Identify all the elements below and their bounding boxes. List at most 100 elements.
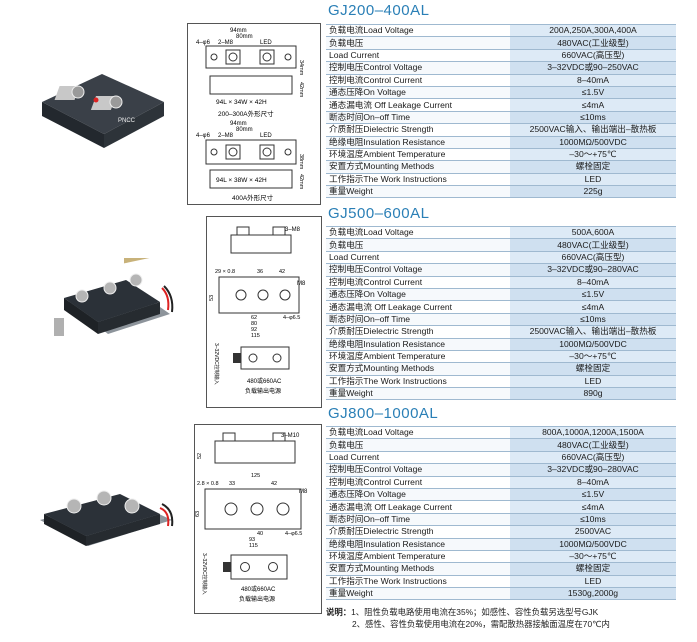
dimension-drawing-gj500: 3–M8 29 × 0.8 36 42 M8 53 62 80 4–φ6.5 9… (206, 216, 322, 408)
spec-label: 通态压降On Voltage (326, 487, 510, 501)
spec-row: 环境温度Ambient Temperature–30～+75℃ (326, 549, 676, 563)
spec-value: –30～+75℃ (510, 349, 676, 363)
spec-label: 控制电流Control Current (326, 73, 510, 87)
spec-row: 断态时间On–off Time≤10ms (326, 512, 676, 526)
spec-label: 介质耐压Dielectric Strength (326, 525, 510, 539)
spec-label: 负载电压 (326, 36, 510, 50)
spec-value: 800A,1000A,1200A,1500A (510, 425, 676, 439)
notes: 说明：1、阻性负载电路使用电流在35%；如感性、容性负载另选型号GJK 2、感性… (326, 606, 696, 630)
spec-value: ≤1.5V (510, 287, 676, 301)
dim-92: 92 (251, 327, 257, 333)
spec-value: ≤10ms (510, 312, 676, 326)
spec-row: 通态漏电流 Off Leakage Current≤4mA (326, 500, 676, 514)
spec-value: 螺栓固定 (510, 160, 676, 174)
spec-row: 通态压降On Voltage≤1.5V (326, 85, 676, 99)
spec-row: 通态压降On Voltage≤1.5V (326, 487, 676, 501)
spec-label: Load Current (326, 48, 510, 62)
dim-terminal: 2.8 × 0.8 (197, 481, 219, 487)
dim-hole-spacing: 80mm (236, 34, 253, 40)
spec-label: 通态压降On Voltage (326, 85, 510, 99)
dim-115: 115 (249, 543, 258, 549)
spec-value: 2500VAC输入、输出端出–散热板 (510, 123, 676, 137)
spec-value: 3–32VDC或90–280VAC (510, 263, 676, 277)
spec-value: 225g (510, 185, 676, 198)
notes-label: 说明： (326, 607, 352, 617)
spec-value: 1000MΩ/500VDC (510, 537, 676, 551)
spec-value: 8–40mA (510, 275, 676, 289)
thread-label: 2–M8 (218, 40, 234, 46)
product-photo-gj500 (46, 245, 176, 353)
spec-value: 1000MΩ/500VDC (510, 135, 676, 149)
spec-label: 负载电流Load Voltage (326, 425, 510, 439)
spec-row: 通态漏电流 Off Leakage Current≤4mA (326, 300, 676, 314)
spec-label: 环境温度Ambient Temperature (326, 549, 510, 563)
spec-label: 重量Weight (326, 587, 510, 600)
spec-value: LED (510, 374, 676, 388)
spec-value: 660VAC(高压型) (510, 450, 676, 464)
spec-value: 200A,250A,300A,400A (510, 23, 676, 37)
spec-label: 控制电压Control Voltage (326, 263, 510, 277)
dim-42: 42 (271, 481, 277, 487)
dim-terminal: 29 × 0.8 (215, 269, 235, 275)
spec-label: 工作指示The Work Instructions (326, 172, 510, 186)
product-photo-gj200: PNCC (32, 52, 172, 152)
spec-row: 断态时间On–off Time≤10ms (326, 110, 676, 124)
spec-value: 螺栓固定 (510, 362, 676, 376)
spec-row: 环境温度Ambient Temperature–30～+75℃ (326, 147, 676, 161)
dim-length: 94mm (230, 28, 247, 34)
size-label: 94L × 34W × 42H (216, 99, 267, 106)
m8-label: M8 (299, 489, 308, 495)
dim-52: 52 (197, 453, 203, 459)
spec-label: 绝缘电阻Insulation Resistance (326, 537, 510, 551)
spec-value: 3–32VDC或90–250VAC (510, 61, 676, 75)
dim-width: 38mm (298, 154, 304, 170)
hole-label: 4–φ6 (196, 40, 211, 46)
spec-label: 控制电压Control Voltage (326, 61, 510, 75)
m8-label: M8 (297, 281, 306, 287)
drawing-caption-200-300: 200–300A外形尺寸 (218, 109, 274, 118)
control-input-label: 3–32VDC控制输入 (213, 343, 220, 385)
hole-label: 4–φ6.5 (285, 531, 302, 537)
spec-value: 1530g,2000g (510, 587, 676, 600)
dim-53: 53 (209, 295, 215, 301)
dim-93: 93 (249, 537, 255, 543)
spec-label: 工作指示The Work Instructions (326, 374, 510, 388)
spec-value: 8–40mA (510, 73, 676, 87)
spec-label: 断态时间On–off Time (326, 512, 510, 526)
note-line-2: 2、感性、容性负载使用电流在20%，需配散热器接触面温度在70℃内 (352, 619, 610, 629)
spec-label: 断态时间On–off Time (326, 110, 510, 124)
brand-mark: PNCC (118, 118, 136, 124)
spec-label: 负载电流Load Voltage (326, 225, 510, 239)
drawing-caption-400: 400A外形尺寸 (232, 193, 274, 202)
spec-value: ≤4mA (510, 500, 676, 514)
spec-value: ≤10ms (510, 110, 676, 124)
spec-row: 通态压降On Voltage≤1.5V (326, 287, 676, 301)
spec-row: 断态时间On–off Time≤10ms (326, 312, 676, 326)
spec-value: ≤1.5V (510, 85, 676, 99)
spec-label: 安置方式Mounting Methods (326, 562, 510, 576)
dim-63: 63 (195, 511, 201, 517)
dim-width: 34mm (298, 60, 304, 76)
spec-value: 螺栓固定 (510, 562, 676, 576)
load-output-label: 负载输出电源 (239, 595, 275, 603)
dim-80: 80 (251, 321, 257, 327)
spec-label: 工作指示The Work Instructions (326, 574, 510, 588)
spec-label: 绝缘电阻Insulation Resistance (326, 337, 510, 351)
spec-label: 介质耐压Dielectric Strength (326, 325, 510, 339)
spec-value: LED (510, 172, 676, 186)
spec-value: 3–32VDC或90–280VAC (510, 463, 676, 477)
section-title-gj200: GJ200–400AL (328, 2, 430, 19)
